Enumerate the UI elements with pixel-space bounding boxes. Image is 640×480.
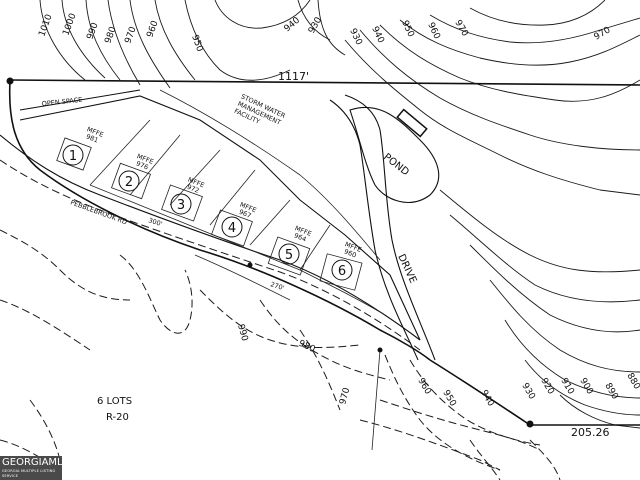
- contour-label: 960: [415, 377, 432, 397]
- lot-number: 4: [228, 221, 236, 236]
- zoning-label: R-20: [106, 412, 129, 423]
- contour-label: 940: [478, 389, 495, 409]
- contour-label: 930: [519, 382, 536, 402]
- watermark-text: GEORGIAMLS: [2, 457, 62, 468]
- dimension-right: 205.26: [571, 426, 610, 439]
- contour-label: 920: [538, 377, 555, 397]
- contour-label: 1000: [61, 12, 78, 37]
- contour-label: 930: [347, 27, 363, 47]
- contour-label: 1010: [37, 13, 54, 38]
- contour-label: 970: [123, 25, 138, 45]
- contour-label: 970: [593, 25, 613, 42]
- contour-label: 950: [189, 34, 204, 54]
- lot-number: 2: [125, 175, 133, 190]
- contour-label: 990: [85, 21, 100, 41]
- contour-label: 940: [283, 15, 303, 34]
- contour-label: 990: [235, 323, 249, 342]
- lot-number: 5: [285, 248, 293, 263]
- contour-label: 910: [558, 377, 575, 397]
- contour-label: 950: [440, 389, 457, 409]
- contour-label: 970: [338, 386, 352, 405]
- lot-number: 3: [177, 198, 185, 213]
- mls-watermark-logo: GEORGIAMLS GEORGIA MULTIPLE LISTING SERV…: [0, 456, 62, 480]
- open-space-label: OPEN SPACE: [41, 96, 82, 108]
- pond-label: POND: [381, 152, 411, 179]
- lot-number: 6: [338, 264, 346, 279]
- contour-label: 950: [399, 19, 415, 39]
- contour-label: 960: [145, 19, 160, 39]
- contour-label: 890: [602, 382, 619, 402]
- road-label-drive: DRIVE: [395, 253, 418, 286]
- lot-number: 1: [69, 149, 77, 164]
- watermark-subtext: GEORGIA MULTIPLE LISTING SERVICE: [2, 469, 56, 478]
- contour-label: 970: [452, 19, 469, 39]
- lot-count-label: 6 LOTS: [97, 396, 132, 407]
- contour-label: 880: [624, 372, 640, 392]
- dimension-top: 1117': [278, 70, 309, 83]
